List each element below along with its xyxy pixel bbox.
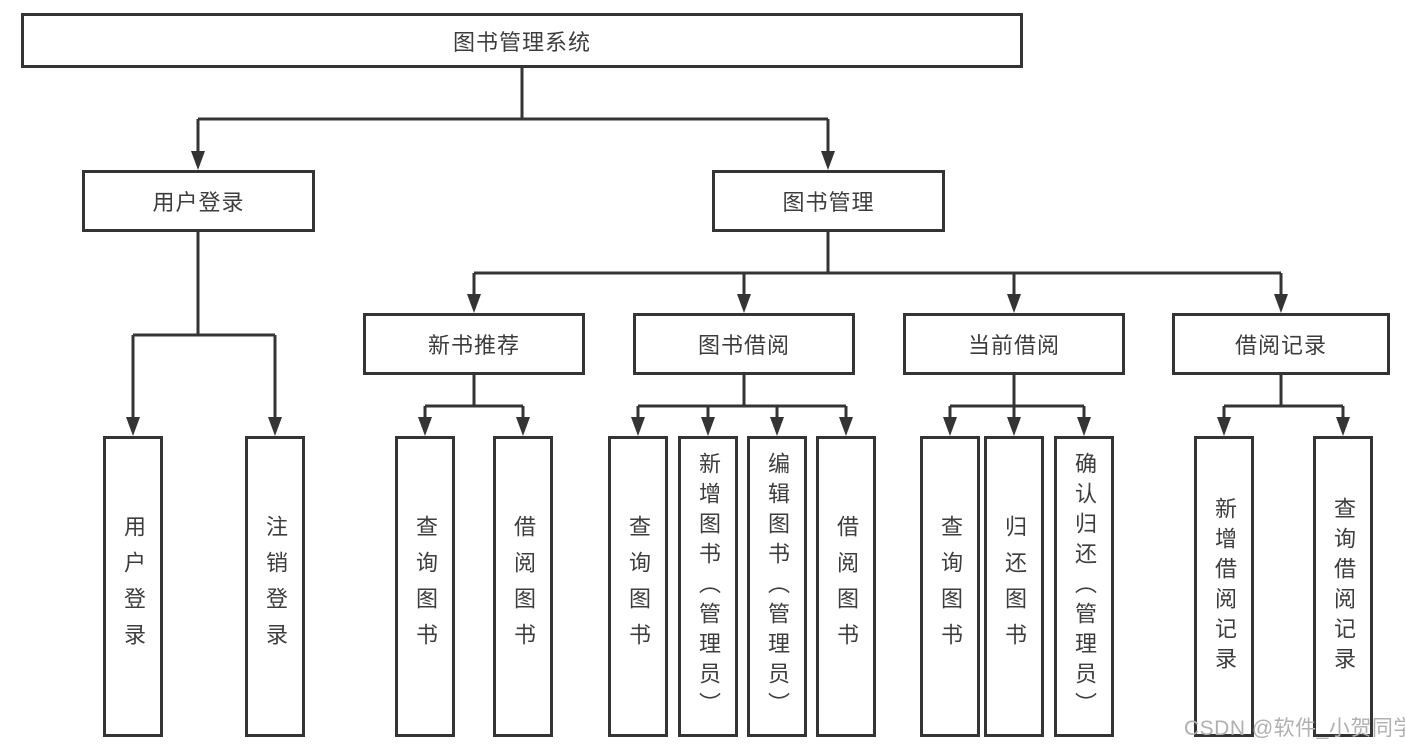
leaf-query-books-current: 查询图书 bbox=[920, 436, 980, 737]
node-label: 图书管理系统 bbox=[452, 29, 591, 55]
leaf-label: 查询图书 bbox=[413, 514, 438, 659]
leaf-label: 确认归还（管理员） bbox=[1072, 451, 1097, 722]
node-borrowing-records: 借阅记录 bbox=[1172, 313, 1390, 375]
node-label: 图书管理 bbox=[782, 190, 875, 215]
watermark: CSDN @软件_小贺同学 bbox=[1184, 717, 1405, 740]
leaf-confirm-return-admin: 确认归还（管理员） bbox=[1054, 436, 1114, 737]
leaf-label: 注销登录 bbox=[263, 514, 288, 659]
node-library-management-system: 图书管理系统 bbox=[21, 13, 1023, 68]
leaf-edit-books-admin: 编辑图书（管理员） bbox=[747, 436, 807, 737]
leaf-add-books-admin: 新增图书（管理员） bbox=[678, 436, 738, 737]
node-label: 当前借阅 bbox=[967, 333, 1060, 358]
leaf-label: 借阅图书 bbox=[834, 514, 859, 659]
node-new-book-recommend: 新书推荐 bbox=[363, 313, 585, 375]
leaf-label: 查询图书 bbox=[626, 514, 651, 659]
node-label: 新书推荐 bbox=[427, 333, 520, 358]
node-label: 图书借阅 bbox=[697, 333, 790, 358]
leaf-user-login: 用户登录 bbox=[103, 436, 163, 737]
leaf-label: 编辑图书（管理员） bbox=[765, 451, 790, 722]
leaf-label: 归还图书 bbox=[1002, 514, 1027, 659]
leaf-label: 查询图书 bbox=[938, 514, 963, 659]
leaf-logout: 注销登录 bbox=[245, 436, 305, 737]
leaf-label: 用户登录 bbox=[121, 514, 146, 659]
leaf-borrow-books-recommend: 借阅图书 bbox=[493, 436, 553, 737]
leaf-label: 新增借阅记录 bbox=[1212, 496, 1237, 677]
leaf-query-books-recommend: 查询图书 bbox=[395, 436, 455, 737]
node-book-management: 图书管理 bbox=[712, 170, 945, 232]
node-book-borrowing: 图书借阅 bbox=[633, 313, 855, 375]
leaf-query-borrow-record: 查询借阅记录 bbox=[1313, 436, 1373, 737]
leaf-query-books-borrowing: 查询图书 bbox=[608, 436, 668, 737]
leaf-label: 借阅图书 bbox=[511, 514, 536, 659]
node-label: 借阅记录 bbox=[1234, 333, 1327, 358]
node-current-borrowing: 当前借阅 bbox=[903, 313, 1125, 375]
node-label: 用户登录 bbox=[152, 190, 245, 215]
leaf-label: 查询借阅记录 bbox=[1331, 496, 1356, 677]
leaf-label: 新增图书（管理员） bbox=[696, 451, 721, 722]
leaf-add-borrow-record: 新增借阅记录 bbox=[1194, 436, 1254, 737]
node-user-login-branch: 用户登录 bbox=[82, 170, 315, 232]
leaf-return-books: 归还图书 bbox=[984, 436, 1044, 737]
leaf-borrow-books: 借阅图书 bbox=[816, 436, 876, 737]
